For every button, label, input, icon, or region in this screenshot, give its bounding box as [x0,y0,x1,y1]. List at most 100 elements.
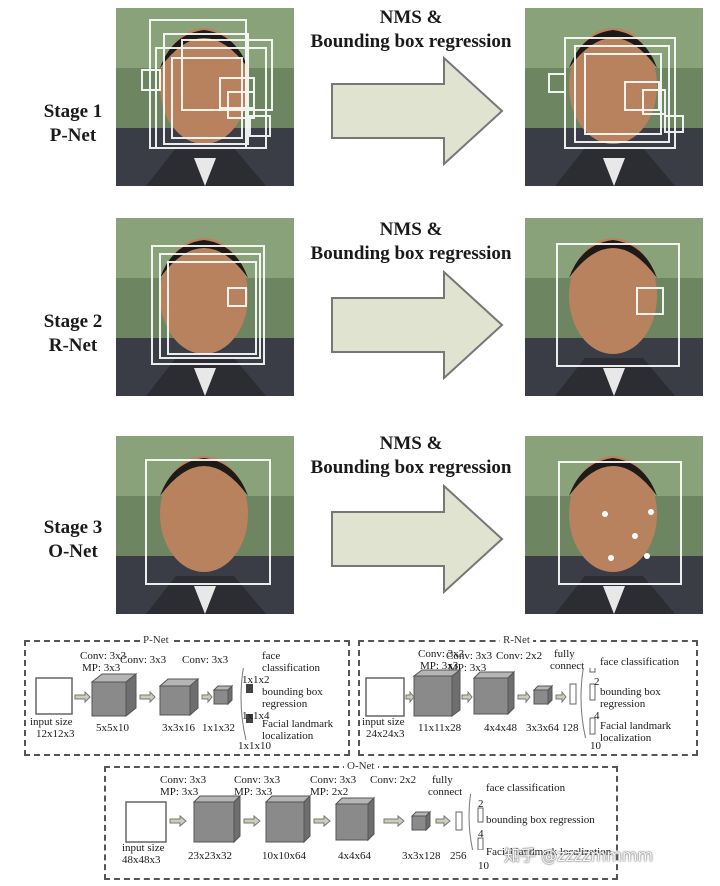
onet-out1: face classification [486,782,566,794]
pnet-size3: 1x1x32 [202,722,235,734]
stage-3-arrow-title: NMS & Bounding box regression [296,432,526,480]
onet-conv2: Conv: 3x3 [234,774,281,786]
rnet-out1: face classification [600,656,680,668]
onet-size2: 10x10x64 [262,850,306,862]
stage-1-arrow [330,55,504,167]
rnet-input-size: 24x24x3 [366,728,405,740]
pnet-out3-line1: Facial landmark [262,718,334,730]
onet-mp2: MP: 3x3 [234,786,273,798]
stage-2-arrow [330,269,504,381]
onet-input-label: input size [122,842,165,854]
rnet-cube-2 [472,670,516,716]
onet-out2-dim: 4 [478,828,484,840]
rnet-fc-line2: connect [550,660,585,672]
pnet-out3-dim: 1x1x10 [238,740,271,752]
stage-3-arrow-line1: NMS & [379,433,443,454]
onet-input-box [125,801,167,843]
stage-1-net: P-Net [49,125,97,146]
onet-size5: 256 [450,850,467,862]
pnet-panel [24,640,350,756]
stage-2-label: Stage 2 R-Net [28,310,118,358]
rnet-out3-bar [589,717,596,735]
stage-1-arrow-line1: NMS & [379,7,443,28]
rnet-fc-line1: fully [554,648,575,660]
onet-mp1: MP: 3x3 [160,786,199,798]
onet-out2: bounding box regression [486,814,595,826]
pnet-title: P-Net [140,634,172,646]
pnet-out3-line2: localization [262,730,314,742]
onet-out3-bar [477,837,484,850]
onet-cube-1 [192,794,242,844]
pnet-out2-bar [246,684,253,693]
onet-fc-bar [455,811,463,831]
stage-2-input-photo [116,218,294,396]
rnet-size2: 4x4x48 [484,722,517,734]
pnet-out2-line1: bounding box [262,686,323,698]
stage-1-arrow-line2: Bounding box regression [310,31,512,52]
rnet-cube-3 [532,684,554,706]
rnet-input-label: input size [362,716,405,728]
rnet-title: R-Net [500,634,533,646]
rnet-out1-bar [589,668,596,673]
rnet-conv3: Conv: 2x2 [496,650,543,662]
onet-out1-dim: 2 [478,798,484,810]
stage-3-input-photo [116,436,294,614]
stage-1-input-photo [116,8,294,186]
pnet-conv1: Conv: 3x3 [80,650,127,662]
onet-input-size: 48x48x3 [122,854,161,866]
stage-1-label: Stage 1 P-Net [28,100,118,148]
rnet-size1: 11x11x28 [418,722,462,734]
stage-2-title: Stage 2 [43,311,103,332]
pnet-input-label: input size [30,716,73,728]
onet-conv1: Conv: 3x3 [160,774,207,786]
pnet-out1-dim: 1x1x2 [242,674,270,686]
rnet-out1-dim: 2 [594,676,600,688]
pnet-out1-line2: classification [262,662,321,674]
rnet-out3-line1: Facial landmark [600,720,672,732]
onet-cube-3 [334,796,376,842]
stage-3-title: Stage 3 [43,517,103,538]
onet-mp3: MP: 2x2 [310,786,349,798]
rnet-size3: 3x3x64 [526,722,559,734]
pnet-size1: 5x5x10 [96,722,129,734]
rnet-out2-bar [589,683,596,701]
stage-2-arrow-line2: Bounding box regression [310,243,512,264]
rnet-mp1: MP: 3x3 [420,660,459,672]
rnet-out3-line2: localization [600,732,652,744]
stage-3-arrow-line2: Bounding box regression [310,457,512,478]
stage-2-arrow-title: NMS & Bounding box regression [296,218,526,266]
onet-conv4: Conv: 2x2 [370,774,417,786]
pnet-cube-2 [158,677,200,717]
rnet-conv2: Conv: 3x3 [446,650,493,662]
stage-3-arrow [330,483,504,595]
stage-2-output-photo [525,218,703,396]
onet-cube-2 [264,794,312,844]
rnet-conv1: Conv: 3x3 [418,648,465,660]
rnet-out2-dim: 4 [594,710,600,722]
onet-conv3: Conv: 3x3 [310,774,357,786]
stage-2-arrow-line1: NMS & [379,219,443,240]
rnet-out3-dim: 10 [590,740,601,752]
pnet-out2-line2: regression [262,698,308,710]
rnet-out2-line2: regression [600,698,646,710]
pnet-conv2: Conv: 3x3 [120,654,167,666]
pnet-graphic [35,668,253,740]
onet-fc-line1: fully [432,774,453,786]
onet-cube-4 [410,810,432,832]
pnet-out2-dim: 1x1x4 [242,710,270,722]
onet-size3: 4x4x64 [338,850,371,862]
onet-title: O-Net [344,760,378,772]
stage-3-label: Stage 3 O-Net [28,516,118,564]
pnet-out1-line1: face [262,650,281,662]
watermark: 知乎 @zzzzmmmm [504,846,654,865]
onet-fc-line2: connect [428,786,463,798]
pnet-mp1: MP: 3x3 [82,662,121,674]
rnet-size4: 128 [562,722,579,734]
stage-3-net: O-Net [48,541,98,562]
rnet-graphic [365,668,596,738]
pnet-input-box [35,677,73,715]
pnet-cube-1 [90,672,138,718]
pnet-conv3: Conv: 3x3 [182,654,229,666]
stage-2-net: R-Net [48,335,98,356]
onet-size4: 3x3x128 [402,850,441,862]
